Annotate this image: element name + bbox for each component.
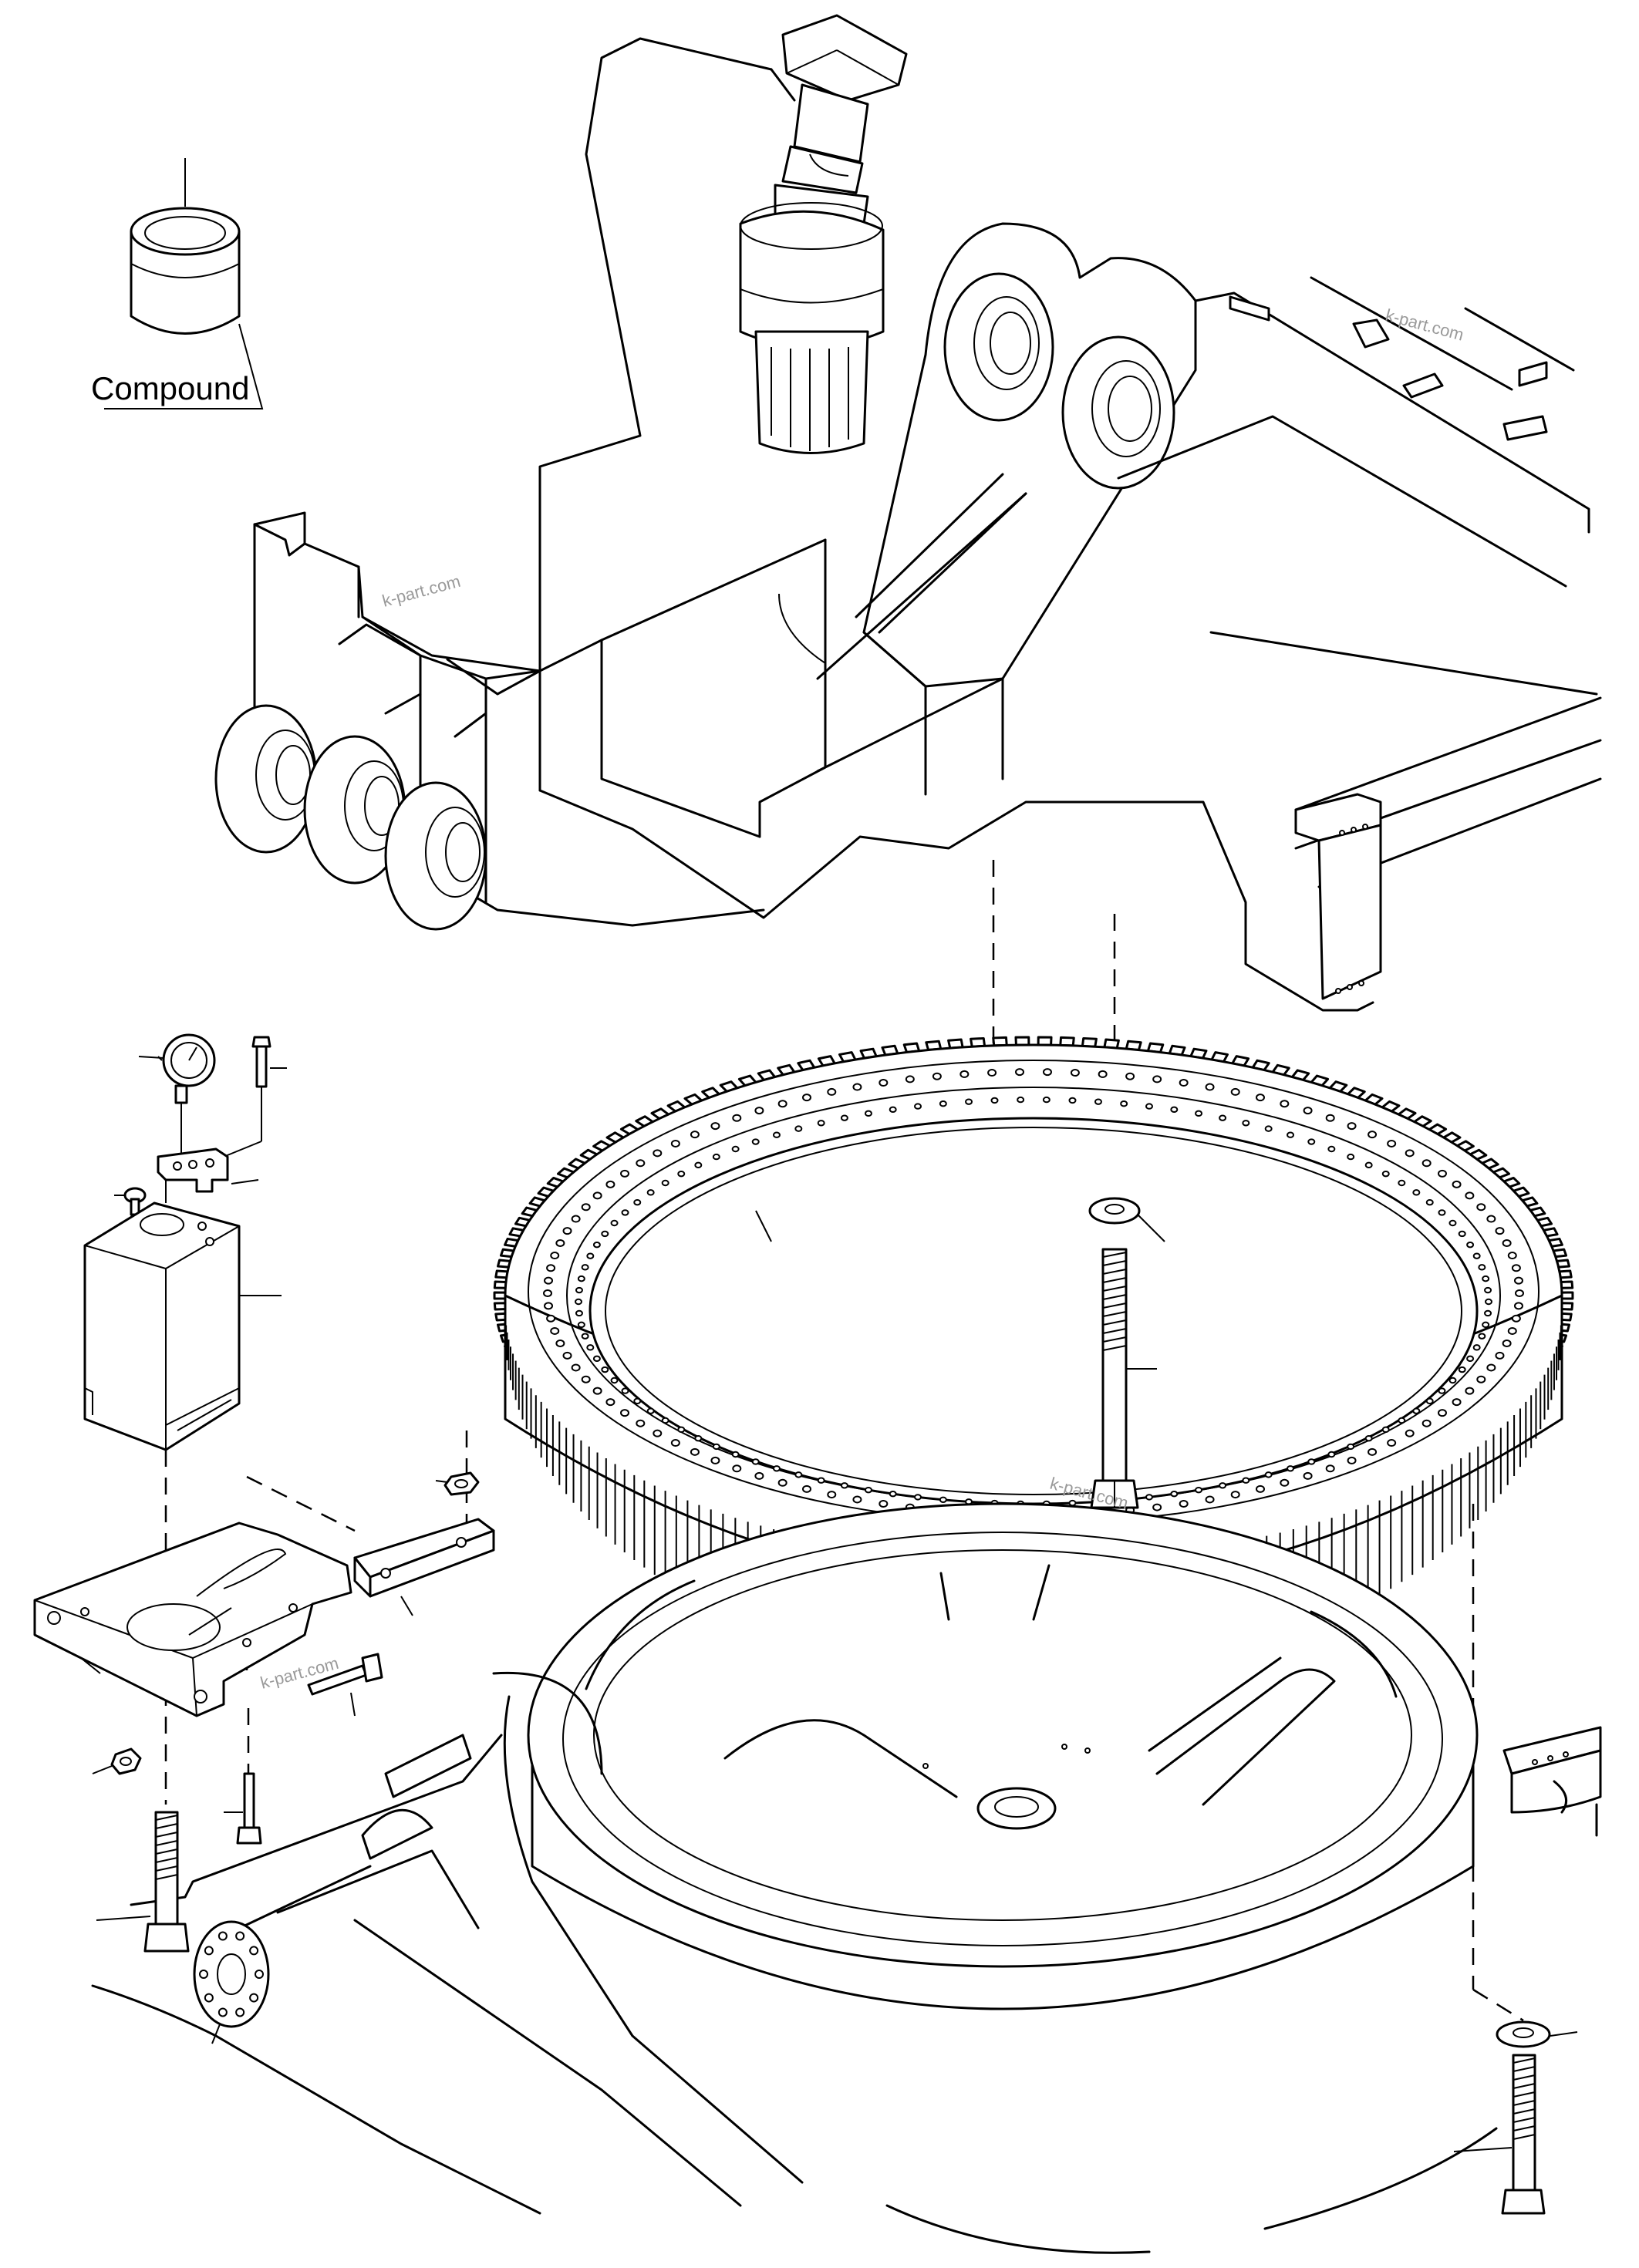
compound-container: Compound (91, 158, 264, 409)
swing-motor (739, 14, 908, 454)
watermark: k-part.com (380, 571, 463, 611)
upper-revolving-frame (214, 37, 1602, 1012)
lower-ring-bolt (1453, 2020, 1578, 2215)
lower-track-frame (91, 1502, 1602, 2254)
ring-mounting-bolt (1088, 1197, 1165, 1509)
compound-label: Compound (91, 370, 249, 406)
watermark: k-part.com (1384, 305, 1466, 345)
dial-gauge-assembly (33, 1033, 495, 1953)
